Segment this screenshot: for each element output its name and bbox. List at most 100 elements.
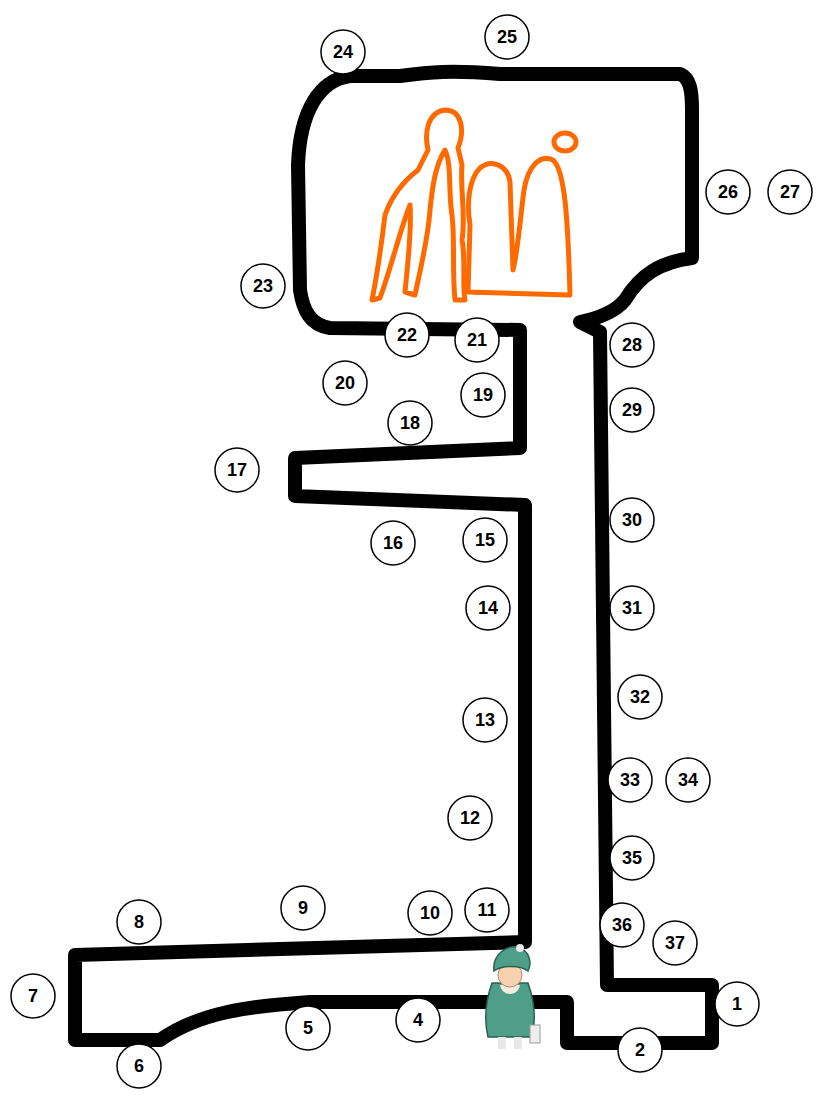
- twin-rocks: [468, 158, 570, 295]
- space-outline: [618, 1028, 662, 1072]
- space-outline: [323, 361, 367, 405]
- space-outline: [281, 886, 325, 930]
- space-outline: [388, 401, 432, 445]
- board-space: 29: [609, 387, 655, 433]
- board-space: 1: [714, 981, 760, 1027]
- space-outline: [408, 891, 452, 935]
- rock-figures: [372, 110, 576, 300]
- space-outline: [610, 388, 654, 432]
- space-number: 33: [620, 771, 640, 789]
- space-number: 1: [732, 995, 742, 1013]
- space-number: 19: [473, 386, 493, 404]
- board-space: 36: [599, 902, 645, 948]
- space-outline: [715, 982, 759, 1026]
- child-legs: [498, 1037, 506, 1049]
- space-outline: [485, 15, 529, 59]
- board-space: 33: [607, 757, 653, 803]
- board-space: 13: [462, 697, 508, 743]
- space-outline: [286, 1006, 330, 1050]
- board-space: 11: [464, 887, 510, 933]
- space-outline: [117, 900, 161, 944]
- space-outline: [463, 698, 507, 742]
- space-number: 7: [28, 987, 38, 1005]
- space-number: 35: [622, 849, 642, 867]
- space-outline: [610, 836, 654, 880]
- space-number: 37: [665, 934, 685, 952]
- space-outline: [461, 373, 505, 417]
- space-number: 25: [497, 28, 517, 46]
- board-space: 5: [285, 1005, 331, 1051]
- board-space: 32: [617, 674, 663, 720]
- board-space: 18: [387, 400, 433, 446]
- space-number: 9: [298, 899, 308, 917]
- space-number: 12: [460, 809, 480, 827]
- space-outline: [117, 1044, 161, 1088]
- space-outline: [610, 498, 654, 542]
- space-number: 31: [622, 599, 642, 617]
- space-number: 13: [475, 711, 495, 729]
- space-outline: [666, 758, 710, 802]
- track-outline: [75, 72, 712, 1043]
- board-space: 26: [705, 169, 751, 215]
- board-space: 2: [617, 1027, 663, 1073]
- space-outline: [448, 796, 492, 840]
- space-number: 29: [622, 401, 642, 419]
- child-hat: [494, 947, 530, 971]
- board-space: 19: [460, 372, 506, 418]
- board-space: 15: [462, 517, 508, 563]
- board-space: 31: [609, 585, 655, 631]
- space-outline: [465, 888, 509, 932]
- space-outline: [610, 323, 654, 367]
- space-outline: [653, 921, 697, 965]
- space-outline: [466, 586, 510, 630]
- board-space: 23: [240, 263, 286, 309]
- board-space: 27: [767, 169, 813, 215]
- space-outline: [396, 998, 440, 1042]
- child-figure: [486, 944, 540, 1049]
- board-space: 4: [395, 997, 441, 1043]
- space-number: 30: [622, 511, 642, 529]
- space-number: 11: [477, 901, 496, 919]
- space-number: 20: [335, 374, 355, 392]
- space-outline: [608, 758, 652, 802]
- space-number: 17: [227, 461, 247, 479]
- space-number: 26: [718, 183, 738, 201]
- board-space: 16: [370, 520, 416, 566]
- child-coat: [486, 983, 534, 1037]
- space-number: 16: [383, 534, 403, 552]
- board-space: 6: [116, 1043, 162, 1089]
- space-number: 6: [134, 1057, 144, 1075]
- board-space: 28: [609, 322, 655, 368]
- space-outline: [600, 903, 644, 947]
- space-outline: [463, 518, 507, 562]
- board-space: 30: [609, 497, 655, 543]
- sun-ring: [554, 133, 576, 151]
- space-number: 22: [397, 326, 417, 344]
- board-space: 34: [665, 757, 711, 803]
- space-number: 4: [413, 1011, 423, 1029]
- space-number: 18: [400, 414, 420, 432]
- board-space: 12: [447, 795, 493, 841]
- space-number: 24: [333, 43, 353, 61]
- space-number: 15: [475, 531, 495, 549]
- space-number: 32: [630, 688, 650, 706]
- board-space: 35: [609, 835, 655, 881]
- board-space: 37: [652, 920, 698, 966]
- space-number: 36: [612, 916, 632, 934]
- space-outline: [618, 675, 662, 719]
- space-number: 2: [635, 1041, 645, 1059]
- board-space: 24: [320, 29, 366, 75]
- child-bag: [530, 1025, 540, 1043]
- child-legs: [514, 1037, 522, 1049]
- tall-figure: [372, 110, 465, 300]
- space-outline: [706, 170, 750, 214]
- board-space: 14: [465, 585, 511, 631]
- space-number: 8: [134, 913, 144, 931]
- space-outline: [768, 170, 812, 214]
- space-outline: [241, 264, 285, 308]
- board-space: 20: [322, 360, 368, 406]
- space-number: 5: [303, 1019, 313, 1037]
- board-space: 25: [484, 14, 530, 60]
- space-outline: [455, 318, 499, 362]
- space-outline: [610, 586, 654, 630]
